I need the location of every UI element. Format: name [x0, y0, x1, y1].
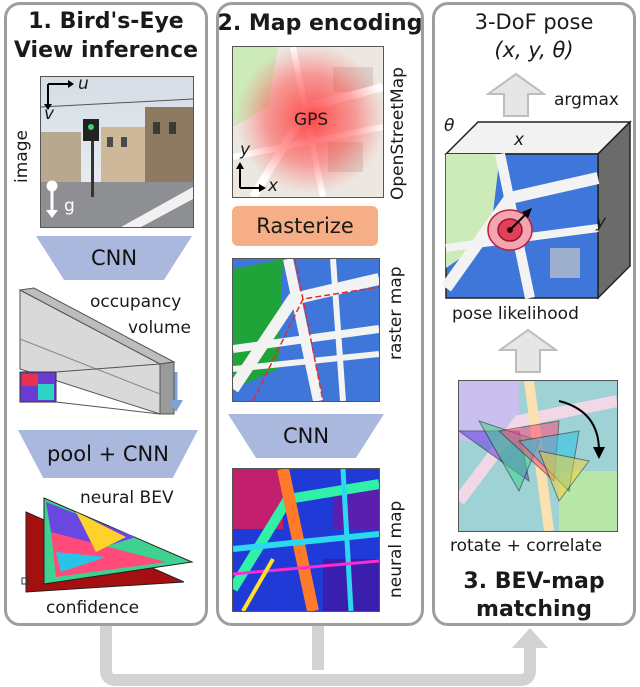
rotate-correlate-label: rotate + correlate — [450, 536, 603, 556]
neural-map-label: neural map — [386, 500, 406, 598]
raster-map-image — [232, 258, 380, 402]
raster-map-label: raster map — [386, 266, 406, 360]
panel2-title: 2. Map encoding — [217, 11, 423, 36]
argmax-label: argmax — [554, 90, 619, 110]
osm-label: OpenStreetMap — [388, 67, 408, 200]
street-image — [40, 76, 194, 228]
pose-title-line1: 3-DoF pose — [474, 10, 594, 34]
pose-likelihood-label: pose likelihood — [452, 304, 579, 324]
panel1-title-line1: 1. Bird's-Eye — [28, 9, 184, 34]
occupancy-volume — [18, 287, 176, 415]
rotate-correlate-image — [458, 380, 618, 532]
matching-title-line1: 3. BEV-map — [463, 569, 605, 594]
gravity-icon — [46, 180, 58, 218]
matching-title-line2: matching — [476, 597, 592, 622]
cube-y-label: y — [596, 212, 607, 232]
gps-label: GPS — [294, 110, 329, 130]
cube-theta-label: θ — [444, 116, 455, 136]
rasterize-block: Rasterize — [232, 206, 378, 246]
confidence-label: confidence — [46, 598, 140, 618]
axis-u-label: u — [78, 74, 89, 94]
neural-bev-image — [21, 497, 194, 593]
panel1-title-line2: View inference — [13, 38, 199, 63]
cnn-label-2: CNN — [282, 424, 330, 448]
neural-bev-label: neural BEV — [80, 488, 174, 508]
occupancy-label-line1: occupancy — [90, 292, 182, 312]
pose-likelihood-cube — [441, 120, 632, 300]
pool-cnn-block: pool + CNN — [18, 430, 198, 478]
cnn-label-1: CNN — [90, 246, 138, 270]
map-axis-y-label: y — [240, 140, 251, 160]
cnn-block-2: CNN — [228, 414, 384, 458]
osm-map-image — [232, 46, 384, 198]
neural-map-image — [232, 468, 380, 612]
bottom-connectors — [100, 626, 548, 686]
pose-title-line2: (x, y, θ) — [494, 38, 574, 62]
axis-g-label: g — [64, 196, 75, 216]
cnn-block-1: CNN — [36, 236, 192, 280]
axis-v-label: v — [44, 104, 55, 124]
pool-cnn-label: pool + CNN — [47, 442, 169, 466]
occupancy-label-line2: volume — [128, 318, 191, 338]
xy-axes-icon — [236, 162, 266, 192]
uv-axes-icon — [44, 80, 74, 110]
up-arrow — [498, 328, 558, 373]
cube-x-label: x — [514, 130, 525, 150]
argmax-arrow — [486, 72, 546, 117]
down-arrow-icon — [169, 372, 183, 412]
image-label: image — [12, 130, 32, 183]
map-axis-x-label: x — [268, 176, 279, 196]
rasterize-label: Rasterize — [256, 214, 354, 238]
